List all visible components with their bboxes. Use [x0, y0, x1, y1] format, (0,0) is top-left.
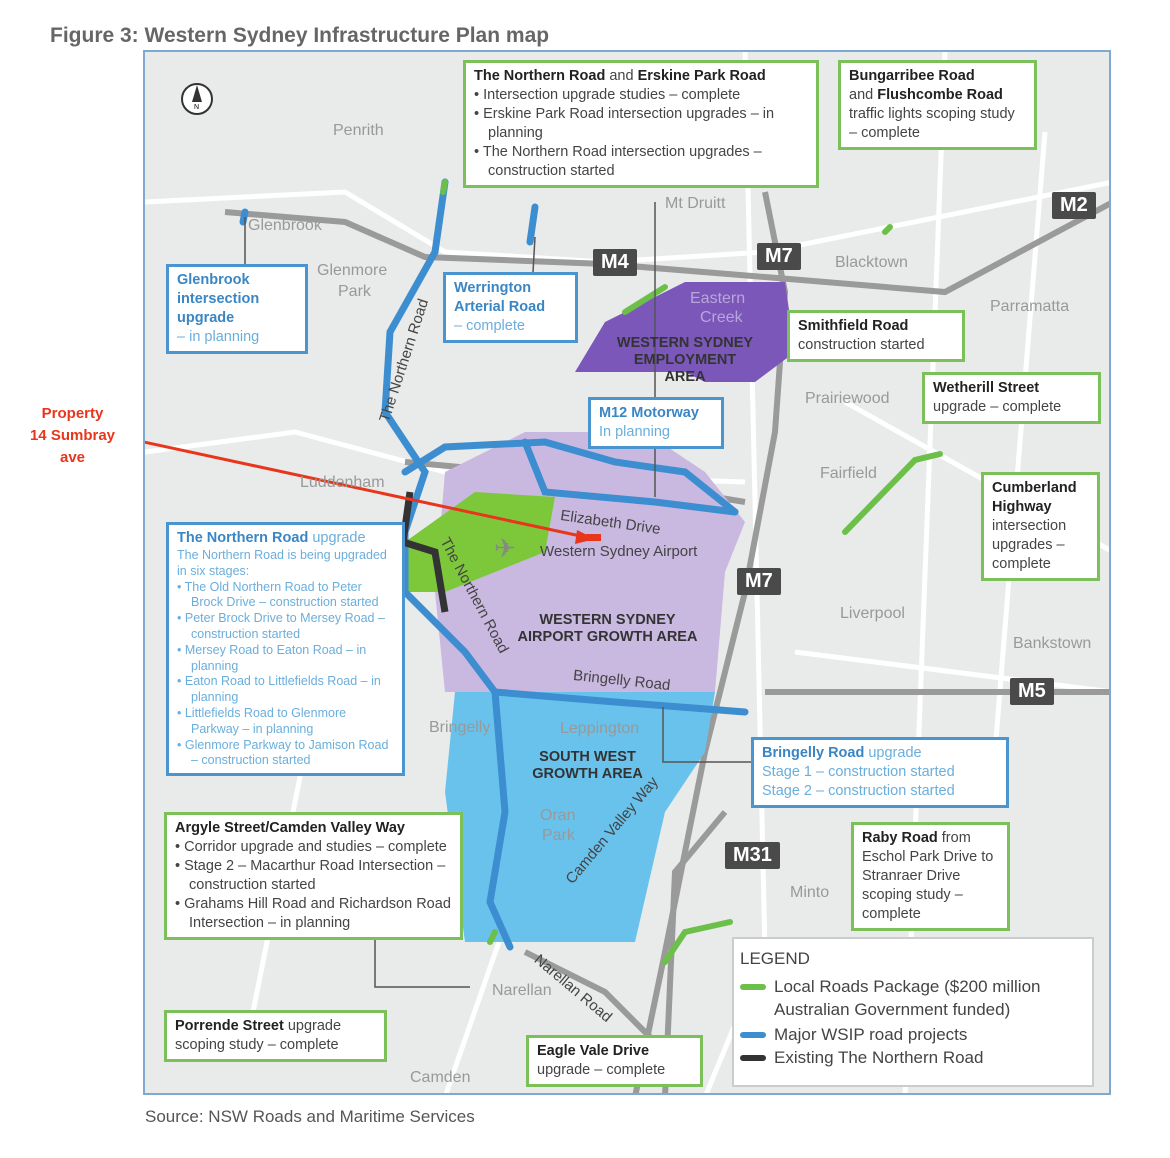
place-blacktown: Blacktown	[835, 254, 908, 271]
local-roads-package	[440, 179, 943, 965]
callout-glenbrook: Glenbrook intersection upgrade– in plann…	[166, 264, 308, 354]
place-glenmore-park: Park	[338, 283, 371, 300]
place-oran: Oran	[540, 807, 576, 824]
callout-raby: Raby Road from Eschol Park Drive to Stra…	[851, 822, 1010, 931]
place-bringelly: Bringelly	[429, 719, 491, 736]
motorway-shield-m2: M2	[1052, 192, 1096, 219]
place-minto: Minto	[790, 884, 830, 901]
motorway-shield-m7-north: M7	[757, 243, 801, 270]
place-liverpool: Liverpool	[840, 605, 905, 622]
map-legend: LEGEND Local Roads Package ($200 million…	[732, 937, 1094, 1087]
airport-label: Western Sydney Airport	[540, 543, 698, 560]
figure-title: Figure 3: Western Sydney Infrastructure …	[50, 24, 550, 47]
place-oran-park: Park	[542, 827, 575, 844]
south-west-growth-area	[445, 692, 715, 942]
employment-area	[575, 282, 795, 382]
legend-item-major-wsip: Major WSIP road projects	[740, 1023, 1086, 1046]
callout-argyle: Argyle Street/Camden Valley Way Corridor…	[164, 812, 463, 940]
place-creek: Creek	[700, 309, 743, 326]
place-narellan: Narellan	[492, 982, 552, 999]
callout-werrington: Werrington Arterial Road– complete	[443, 272, 578, 343]
property-marker	[586, 534, 601, 541]
airport-plane-icon: ✈	[494, 533, 516, 563]
callout-bringelly-road: Bringelly Road upgrade Stage 1 – constru…	[751, 737, 1009, 808]
motorway-shield-m4: M4	[593, 249, 637, 276]
place-glenmore: Glenmore	[317, 262, 388, 279]
legend-swatch-blue	[740, 1032, 766, 1038]
callout-porrende: Porrende Street upgrade scoping study – …	[164, 1010, 387, 1062]
place-glenbrook: Glenbrook	[248, 217, 322, 234]
place-prairiewood: Prairiewood	[805, 390, 890, 407]
property-arrow-head	[575, 530, 595, 544]
place-camden: Camden	[410, 1069, 471, 1086]
north-arrow-icon	[181, 83, 213, 115]
place-penrith: Penrith	[333, 122, 384, 139]
major-wsip-roads	[239, 178, 749, 951]
callout-northern-road-upgrade: The Northern Road upgrade The Northern R…	[166, 522, 405, 777]
motorway-shield-m7-south: M7	[737, 568, 781, 595]
north-label: N	[194, 104, 200, 111]
place-luddenham: Luddenham	[300, 474, 385, 491]
legend-item-existing-northern-road: Existing The Northern Road	[740, 1046, 1086, 1069]
property-arrow-line	[145, 440, 586, 539]
infrastructure-map: ✈ N Penrith Glenbrook Glenmore Park Mt D…	[143, 50, 1111, 1095]
place-fairfield: Fairfield	[820, 465, 877, 482]
callout-northern-erskine: The Northern Road and Erskine Park Road …	[463, 60, 819, 188]
airport-site	[405, 492, 555, 592]
place-mt-druitt: Mt Druitt	[665, 195, 726, 212]
legend-swatch-black	[740, 1055, 766, 1061]
legend-swatch-green	[740, 984, 766, 990]
place-eastern: Eastern	[690, 290, 746, 307]
place-bankstown: Bankstown	[1013, 635, 1092, 652]
legend-item-local-roads: Local Roads Package ($200 million Austra…	[740, 975, 1086, 1021]
map-graphics: ✈	[145, 52, 1109, 1093]
place-parramatta: Parramatta	[990, 298, 1070, 315]
source-note: Source: NSW Roads and Maritime Services	[145, 1107, 475, 1126]
motorway-shield-m31: M31	[725, 842, 780, 869]
motorway-shield-m5: M5	[1010, 678, 1054, 705]
existing-northern-road	[399, 491, 449, 613]
place-leppington: Leppington	[560, 720, 640, 737]
